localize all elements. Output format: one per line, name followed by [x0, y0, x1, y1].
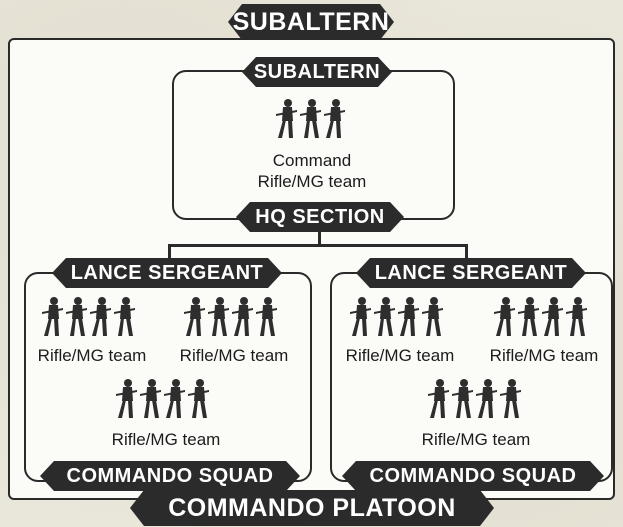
squad-right-team-3-figures — [428, 378, 522, 420]
hq-team-label-line2: Rifle/MG team — [257, 172, 367, 191]
soldier-silhouette-icon — [184, 297, 205, 336]
soldier-silhouette-icon — [476, 379, 497, 418]
platoon-title: COMMANDO PLATOON — [130, 490, 494, 526]
hq-command-team-figures — [276, 98, 346, 140]
squad-right-team-2-label: Rifle/MG team — [489, 346, 599, 365]
soldier-silhouette-icon — [300, 99, 321, 138]
squad-left-header: LANCE SERGEANT — [52, 258, 282, 288]
hq-section-box — [172, 70, 455, 220]
soldier-silhouette-icon — [374, 297, 395, 336]
soldier-silhouette-icon — [114, 297, 135, 336]
soldier-silhouette-icon — [164, 379, 185, 418]
soldier-silhouette-icon — [518, 297, 539, 336]
soldier-silhouette-icon — [542, 297, 563, 336]
hq-section-label: HQ SECTION — [236, 202, 404, 232]
soldier-silhouette-icon — [90, 297, 111, 336]
squad-right-header: LANCE SERGEANT — [356, 258, 586, 288]
squad-left-team-1-figures — [42, 296, 136, 338]
platoon-commander-title: SUBALTERN — [228, 4, 394, 40]
squad-right-team-1-figures — [350, 296, 444, 338]
squad-left-team-3-figures — [116, 378, 210, 420]
squad-left-team-2-figures — [184, 296, 278, 338]
soldier-silhouette-icon — [350, 297, 371, 336]
soldier-silhouette-icon — [116, 379, 137, 418]
squad-right-team-3-label: Rifle/MG team — [421, 430, 531, 449]
connector-left-drop — [168, 244, 171, 260]
soldier-silhouette-icon — [428, 379, 449, 418]
soldier-silhouette-icon — [140, 379, 161, 418]
soldier-silhouette-icon — [188, 379, 209, 418]
soldier-silhouette-icon — [324, 99, 345, 138]
soldier-silhouette-icon — [232, 297, 253, 336]
soldier-silhouette-icon — [398, 297, 419, 336]
hq-team-label-line1: Command — [272, 151, 352, 170]
squad-right-team-2-figures — [494, 296, 588, 338]
squad-right-team-1-label: Rifle/MG team — [345, 346, 455, 365]
squad-left-footer: COMMANDO SQUAD — [40, 461, 300, 491]
soldier-silhouette-icon — [66, 297, 87, 336]
hq-header-subaltern: SUBALTERN — [242, 57, 392, 87]
soldier-silhouette-icon — [208, 297, 229, 336]
soldier-silhouette-icon — [256, 297, 277, 336]
squad-right-footer: COMMANDO SQUAD — [342, 461, 604, 491]
soldier-silhouette-icon — [422, 297, 443, 336]
soldier-silhouette-icon — [42, 297, 63, 336]
hq-to-squads-connector-horizontal — [168, 244, 468, 247]
soldier-silhouette-icon — [494, 297, 515, 336]
squad-left-team-1-label: Rifle/MG team — [37, 346, 147, 365]
soldier-silhouette-icon — [500, 379, 521, 418]
commando-squad-box-right — [330, 272, 613, 482]
hq-to-squads-connector-vertical — [318, 232, 321, 246]
soldier-silhouette-icon — [452, 379, 473, 418]
squad-left-team-3-label: Rifle/MG team — [111, 430, 221, 449]
soldier-silhouette-icon — [276, 99, 297, 138]
connector-right-drop — [465, 244, 468, 260]
squad-left-team-2-label: Rifle/MG team — [179, 346, 289, 365]
soldier-silhouette-icon — [566, 297, 587, 336]
